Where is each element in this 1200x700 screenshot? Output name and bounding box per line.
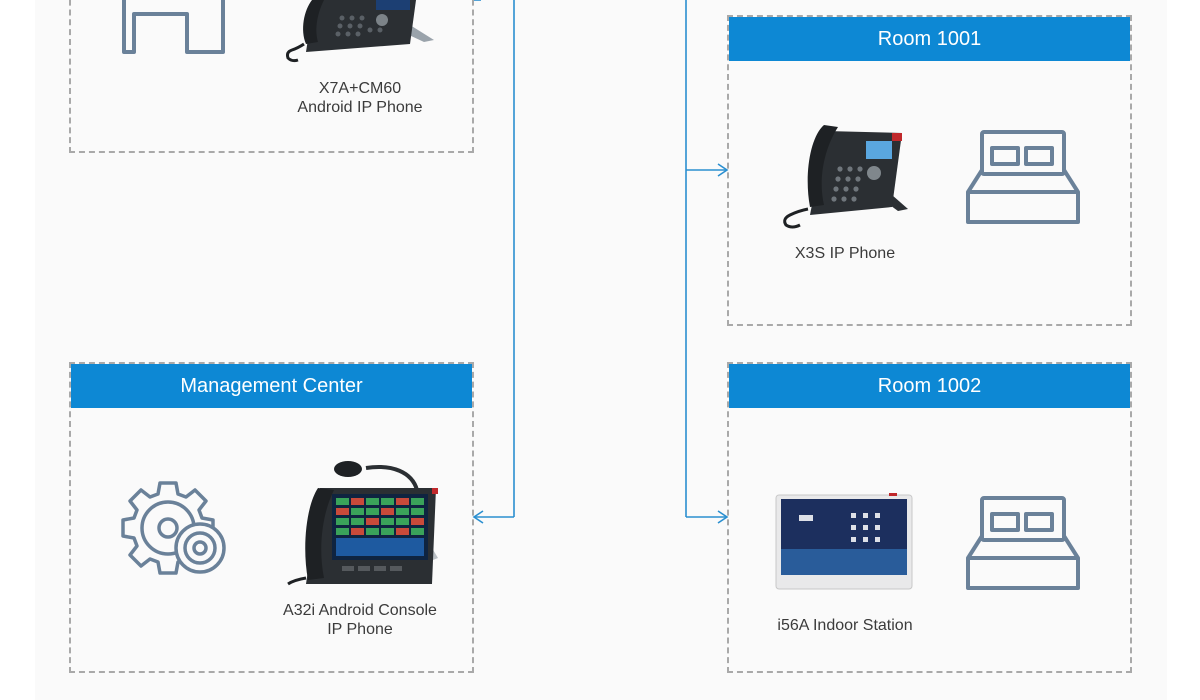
management-center-box: Management Center bbox=[69, 362, 474, 673]
management-center-title: Management Center bbox=[180, 374, 363, 397]
top-left-device-caption: X7A+CM60 Android IP Phone bbox=[250, 79, 470, 117]
ip-phone-image bbox=[783, 125, 908, 229]
gear-icon bbox=[121, 481, 226, 575]
console-phone-image bbox=[287, 461, 438, 586]
management-center-header: Management Center bbox=[71, 364, 472, 408]
diagram-background bbox=[35, 0, 1167, 700]
bed-icon bbox=[966, 496, 1080, 590]
ip-phone-image bbox=[286, 0, 434, 63]
room-1002-title: Room 1002 bbox=[877, 374, 982, 397]
management-device-caption: A32i Android Console IP Phone bbox=[250, 601, 470, 639]
caption-line-2: IP Phone bbox=[327, 621, 393, 638]
room-1002-device-caption: i56A Indoor Station bbox=[777, 617, 913, 634]
desk-icon bbox=[122, 0, 225, 54]
room-1001-title: Room 1001 bbox=[877, 27, 982, 50]
room-1001-box: Room 1001 bbox=[727, 15, 1132, 326]
room-1002-box: Room 1002 bbox=[727, 362, 1132, 673]
room-1001-header: Room 1001 bbox=[729, 17, 1130, 61]
caption-line-1: X7A+CM60 bbox=[318, 80, 402, 97]
room-1002-header: Room 1002 bbox=[729, 364, 1130, 408]
caption-line-2: Android IP Phone bbox=[297, 99, 423, 116]
top-left-box bbox=[69, 0, 474, 153]
bed-icon bbox=[966, 130, 1080, 224]
caption-line-1: A32i Android Console bbox=[283, 602, 437, 619]
indoor-station-image bbox=[775, 493, 913, 590]
room-1001-device-caption: X3S IP Phone bbox=[794, 245, 896, 262]
arrow-management bbox=[472, 510, 484, 524]
